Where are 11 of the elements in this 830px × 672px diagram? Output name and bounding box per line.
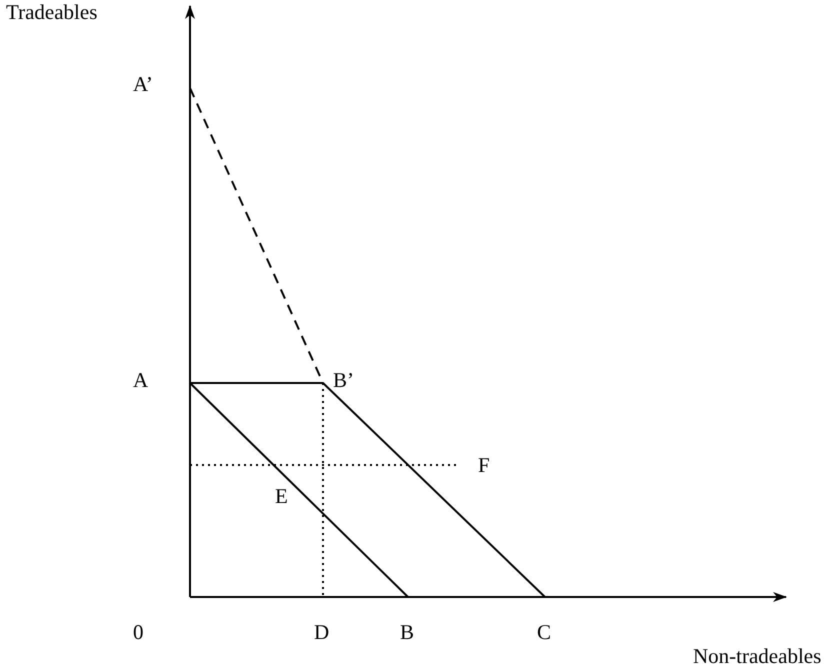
point-label: F (478, 455, 490, 476)
point-label: C (537, 622, 552, 643)
point-label: B (400, 622, 414, 643)
axis-label: Non-tradeables (693, 646, 822, 667)
point-label: 0 (133, 622, 144, 643)
point-label: E (275, 486, 288, 507)
point-label: B’ (333, 370, 354, 391)
point-label: A (133, 370, 148, 391)
point-label: D (314, 622, 330, 643)
axis-label: Tradeables (6, 2, 98, 23)
point-label: A’ (133, 74, 153, 95)
